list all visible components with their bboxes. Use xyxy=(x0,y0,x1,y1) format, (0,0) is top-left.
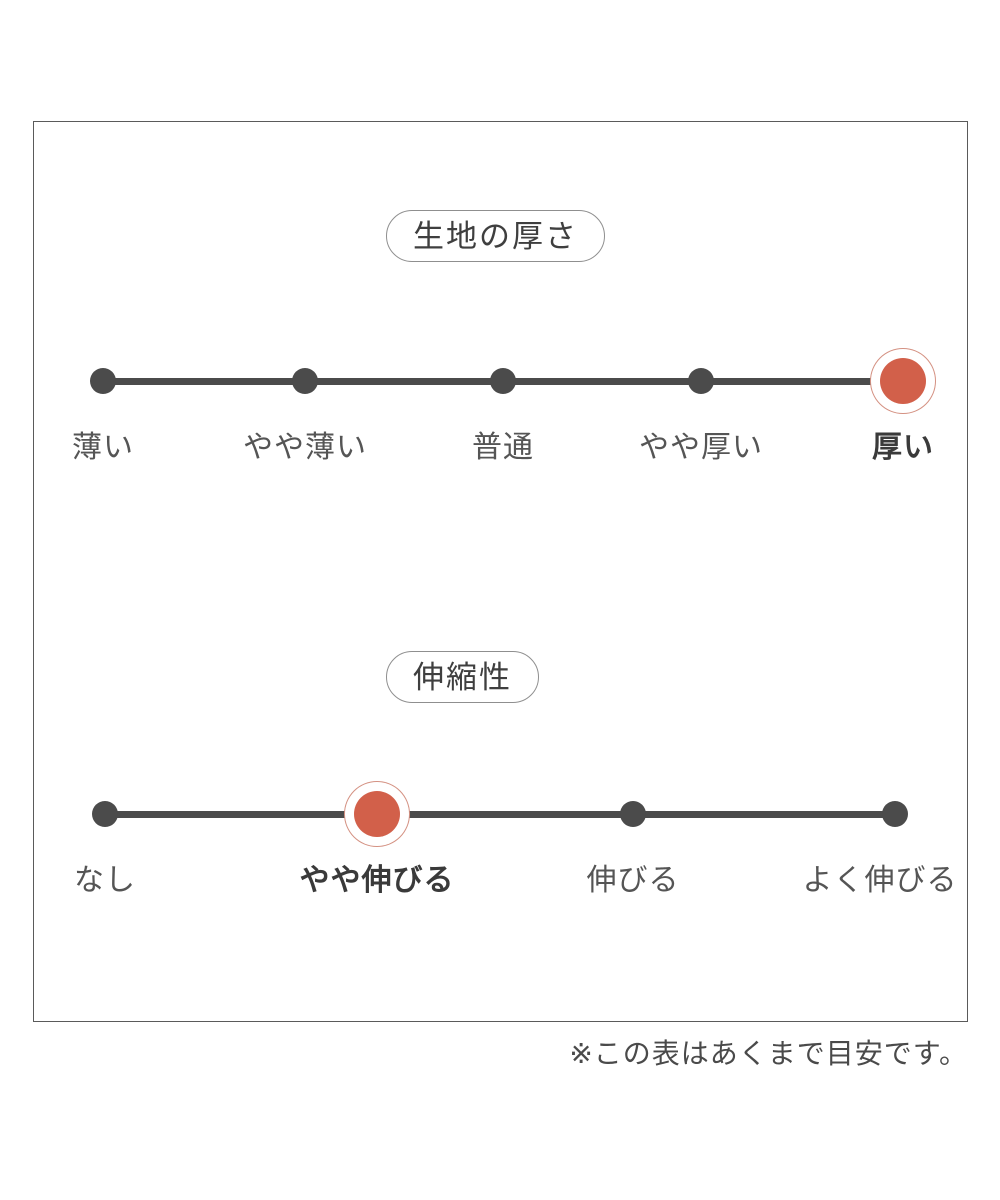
section-badge-stretch: 伸縮性 xyxy=(386,651,539,703)
chart-frame xyxy=(33,121,968,1022)
stretch-label-1: やや伸びる xyxy=(299,864,455,897)
thickness-dot-1[interactable] xyxy=(292,368,318,394)
stretch-dot-1-selected[interactable] xyxy=(354,791,400,837)
thickness-dot-4-selected[interactable] xyxy=(880,358,926,404)
thickness-label-4: 厚い xyxy=(872,431,934,464)
thickness-dot-3[interactable] xyxy=(688,368,714,394)
stretch-label-3: よく伸びる xyxy=(802,864,958,897)
section-badge-thickness: 生地の厚さ xyxy=(386,210,605,262)
thickness-dot-2[interactable] xyxy=(490,368,516,394)
section-badge-stretch-label: 伸縮性 xyxy=(413,659,512,695)
stretch-label-2: 伸びる xyxy=(586,864,680,897)
disclaimer-note: ※この表はあくまで目安です。 xyxy=(569,1038,968,1069)
thickness-dot-0[interactable] xyxy=(90,368,116,394)
stretch-label-0: なし xyxy=(74,864,136,897)
thickness-label-0: 薄い xyxy=(72,431,134,464)
stretch-track xyxy=(105,810,895,818)
thickness-label-2: 普通 xyxy=(472,431,534,464)
thickness-label-1: やや薄い xyxy=(243,431,367,464)
stretch-dot-2[interactable] xyxy=(620,801,646,827)
stretch-dot-0[interactable] xyxy=(92,801,118,827)
stretch-dot-3[interactable] xyxy=(882,801,908,827)
thickness-label-3: やや厚い xyxy=(639,431,763,464)
section-badge-thickness-label: 生地の厚さ xyxy=(413,218,578,254)
